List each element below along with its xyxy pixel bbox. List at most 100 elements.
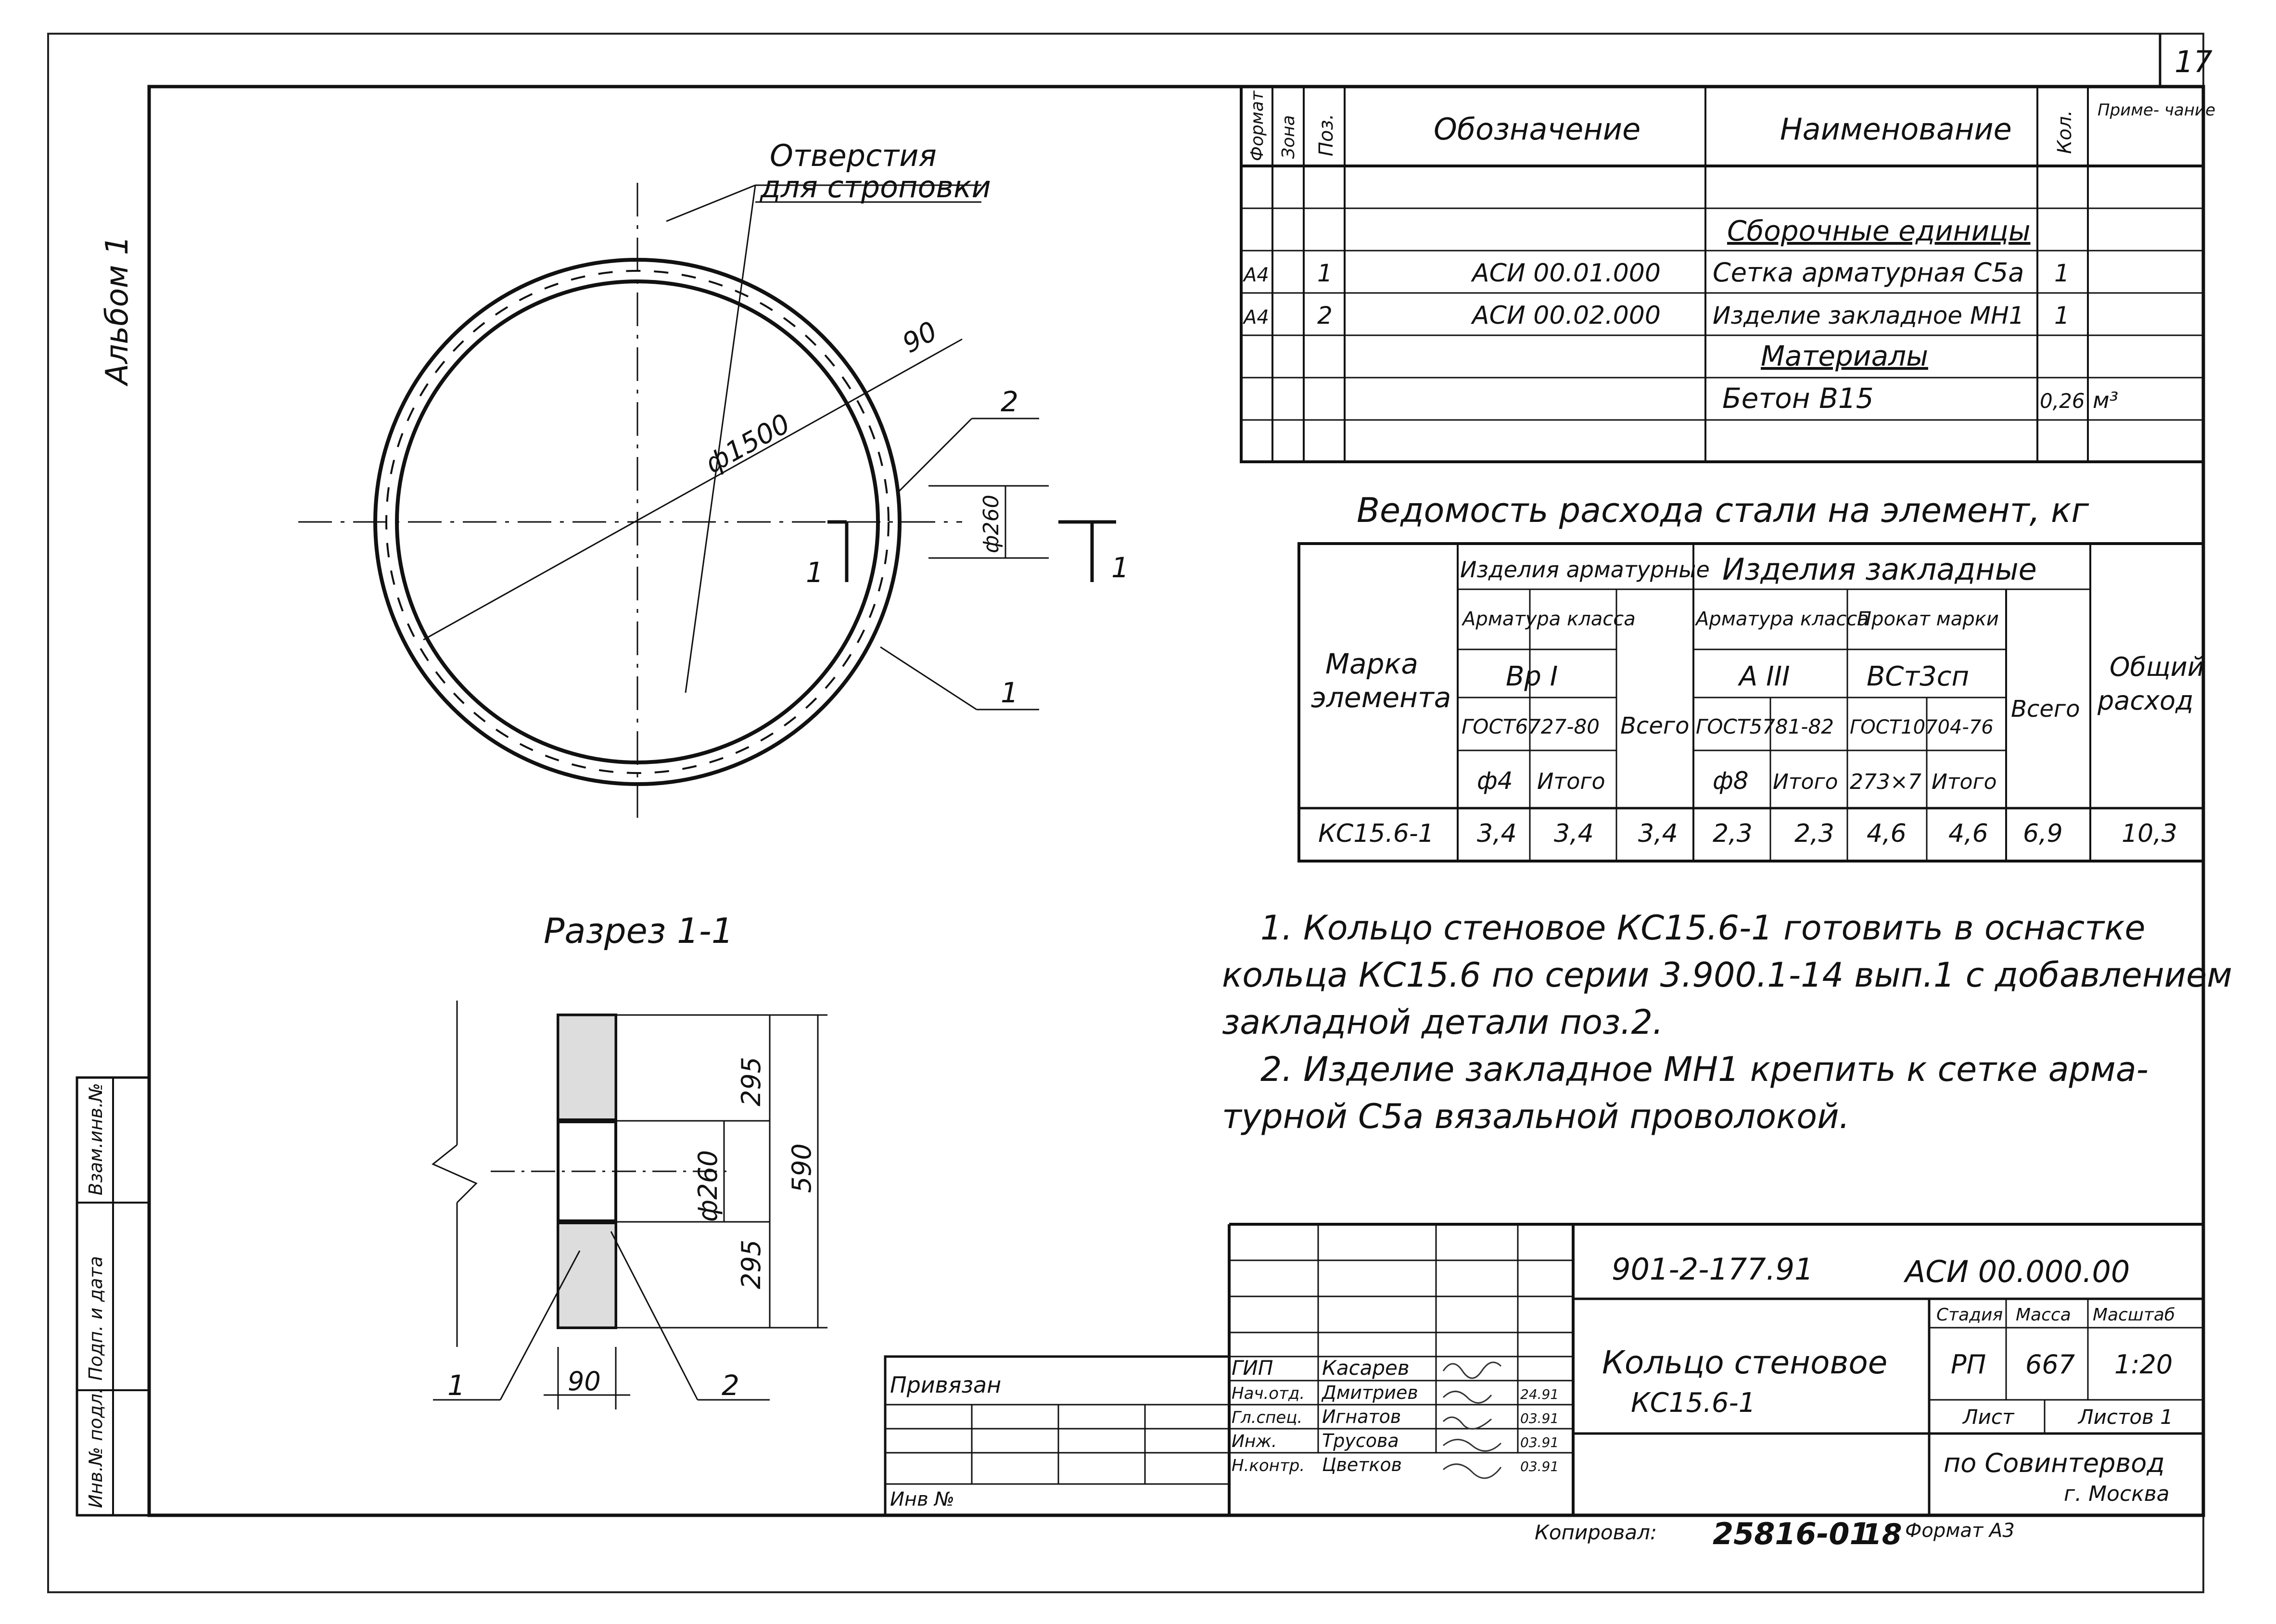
cut-mark-left: 1	[806, 556, 824, 589]
spec-h-zone: Зона	[1279, 115, 1298, 159]
steel-h-armature: Изделия арматурные	[1460, 557, 1710, 583]
inv-label: Инв №	[890, 1488, 954, 1510]
scale-label: Масштаб	[2093, 1305, 2175, 1325]
holes-label-2: для строповки	[760, 169, 991, 204]
spec-h-designation: Обозначение	[1434, 112, 1640, 147]
org-2: г. Москва	[2064, 1482, 2170, 1506]
spec-r3-name: Изделие закладное МН1	[1713, 302, 2024, 330]
sect-hole: ф260	[693, 1150, 723, 1222]
spec-r2-format: А4	[1242, 264, 1269, 286]
org-1: по Совинтервод	[1944, 1448, 2165, 1478]
sect-pos-1: 1	[447, 1369, 465, 1402]
steel-h-itogo2: Итого	[1773, 770, 1838, 794]
steel-h-gost1: ГОСТ6727-80	[1462, 715, 1600, 738]
steel-h-general-1: Общий	[2110, 652, 2204, 682]
sheets-label: Листов 1	[2077, 1405, 2173, 1429]
steel-h-general-2: расход	[2097, 685, 2193, 716]
steel-h-class2: Арматура класса	[1694, 608, 1869, 630]
spec-r5-name: Бетон В15	[1722, 382, 1874, 415]
doc-name-1: Кольцо стеновое	[1602, 1344, 1887, 1381]
steel-cell-7: 4,6	[1948, 819, 1988, 848]
footer-copy-number: 25816-01	[1713, 1516, 1870, 1551]
steel-cell-6: 4,6	[1867, 819, 1907, 848]
plan-pos-2: 2	[1001, 385, 1018, 418]
album-label: Альбом 1	[100, 236, 135, 387]
steel-h-vst: ВСт3сп	[1867, 661, 1969, 692]
signatures	[1442, 1361, 1502, 1479]
role-3-name: Трусова	[1322, 1430, 1399, 1451]
steel-cell-5: 2,3	[1794, 819, 1834, 848]
spec-r4-name: Материалы	[1761, 340, 1928, 372]
sect-dim-590: 590	[787, 1143, 817, 1193]
note-line-5: турной С5а вязальной проволокой.	[1222, 1097, 1850, 1136]
stage-label: Стадия	[1936, 1305, 2003, 1325]
mass-value: 667	[2025, 1349, 2075, 1380]
ring-diameter: ф1500	[700, 408, 795, 480]
steel-h-rolled: Прокат марки	[1857, 608, 1999, 630]
spec-r2-designation: АСИ 00.01.000	[1471, 259, 1661, 288]
steel-h-d8: ф8	[1713, 767, 1749, 795]
sect-dim-295-top: 295	[736, 1057, 766, 1106]
steel-cell-mark: КС15.6-1	[1318, 819, 1434, 848]
spec-r2-qty: 1	[2054, 259, 2070, 287]
role-2: Гл.спец.	[1232, 1408, 1302, 1427]
note-line-2: кольца КС15.6 по серии 3.900.1-14 вып.1 …	[1222, 955, 2232, 995]
steel-h-d4: ф4	[1477, 767, 1513, 795]
steel-title: Ведомость расхода стали на элемент, кг	[1357, 491, 2089, 530]
steel-cell-8: 6,9	[2023, 819, 2063, 848]
steel-cell-4: 2,3	[1713, 819, 1753, 848]
footer-copy-sheet: 18	[1862, 1518, 1902, 1551]
role-4: Н.контр.	[1232, 1456, 1305, 1475]
spec-r5-note: м³	[2093, 387, 2118, 413]
steel-h-embedded: Изделия закладные	[1722, 552, 2037, 587]
steel-h-class1: Арматура класса	[1461, 608, 1636, 630]
sheet-number: 17	[2174, 44, 2212, 79]
spec-table	[1240, 85, 2205, 463]
title-block	[884, 1223, 2203, 1517]
steel-h-pipe: 273×7	[1850, 770, 1921, 794]
steel-cell-2: 3,4	[1554, 819, 1594, 848]
spec-r3-qty: 1	[2054, 302, 2070, 330]
spec-h-format: Формат	[1247, 90, 1267, 161]
steel-h-gost3: ГОСТ10704-76	[1850, 716, 1994, 738]
role-0-name: Касарев	[1322, 1356, 1410, 1380]
side-stamp-inv: Инв.№ подл.	[85, 1388, 106, 1508]
role-2-date: 03.91	[1520, 1410, 1559, 1426]
section-title: Разрез 1-1	[544, 911, 734, 951]
doc-name-2: КС15.6-1	[1631, 1387, 1755, 1419]
side-stamp-sign: Подп. и дата	[85, 1256, 106, 1381]
role-3: Инж.	[1232, 1432, 1277, 1451]
spec-r3-designation: АСИ 00.02.000	[1471, 301, 1661, 330]
spec-r1-name: Сборочные единицы	[1727, 215, 2031, 247]
mass-label: Масса	[2016, 1305, 2071, 1325]
spec-r3-format: А4	[1242, 306, 1269, 329]
role-1-name: Дмитриев	[1321, 1382, 1418, 1403]
plan-pos-1: 1	[1001, 676, 1018, 709]
steel-cell-3: 3,4	[1638, 819, 1678, 848]
sect-width: 90	[568, 1366, 601, 1396]
steel-h-mark-2: элемента	[1311, 681, 1451, 714]
steel-h-gost2: ГОСТ5781-82	[1696, 715, 1834, 738]
sect-pos-2: 2	[722, 1369, 739, 1402]
spec-h-qty: Кол.	[2054, 110, 2076, 154]
role-4-name: Цветков	[1322, 1454, 1402, 1475]
role-1: Нач.отд.	[1232, 1384, 1305, 1403]
steel-h-total2: Всего	[2011, 696, 2080, 723]
note-line-3: закладной детали поз.2.	[1222, 1002, 1664, 1042]
role-0: ГИП	[1232, 1356, 1273, 1380]
scale-value: 1:20	[2114, 1349, 2173, 1380]
role-3-date: 03.91	[1520, 1434, 1559, 1450]
spec-r2-name: Сетка арматурная С5а	[1713, 257, 2024, 288]
spec-r3-pos: 2	[1317, 302, 1333, 330]
note-line-4: 2. Изделие закладное МН1 крепить к сетке…	[1260, 1050, 2149, 1089]
spec-h-pos: Поз.	[1315, 114, 1337, 156]
ring-dim-90: 90	[897, 316, 942, 359]
note-line-1: 1. Кольцо стеновое КС15.6-1 готовить в о…	[1260, 908, 2146, 948]
hole-dim-label: ф260	[979, 495, 1004, 553]
role-1-date: 24.91	[1520, 1386, 1559, 1402]
steel-table	[1297, 542, 2205, 863]
spec-r5-qty: 0,26	[2040, 389, 2085, 413]
steel-h-itogo1: Итого	[1537, 768, 1605, 794]
spec-h-note: Приме- чание	[2098, 101, 2215, 120]
footer-copied: Копировал:	[1535, 1521, 1657, 1544]
